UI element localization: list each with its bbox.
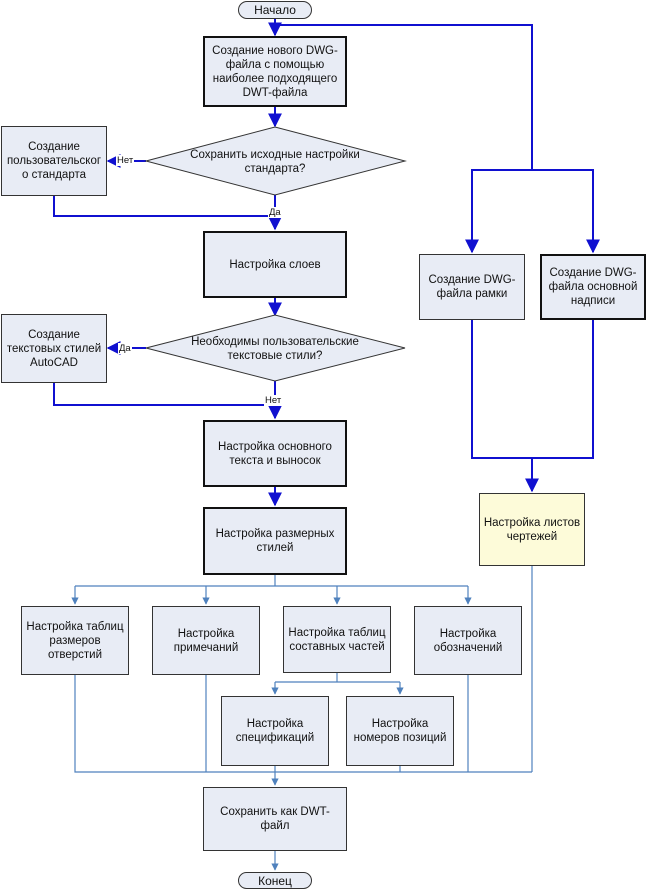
- decision-textstyles-shape: [145, 314, 406, 382]
- main-text-node: Настройка основного текста и выносок: [203, 420, 347, 487]
- custom-standard-node: Создание пользовательског о стандарта: [1, 126, 107, 196]
- positions-node: Настройка номеров позиций: [346, 696, 454, 766]
- decision-textstyles-line1: Необходимы пользовательские: [191, 336, 359, 348]
- start-terminal: Начало: [238, 1, 312, 19]
- dim-styles-node: Настройка размерных стилей: [203, 507, 347, 575]
- sheets-node: Настройка листов чертежей: [479, 493, 585, 566]
- label-yes-textstyles: Да: [118, 343, 132, 354]
- label-no-textstyles: Нет: [264, 395, 283, 406]
- end-terminal: Конец: [238, 872, 312, 889]
- symbols-node: Настройка обозначений: [414, 606, 522, 675]
- holes-table-node: Настройка таблиц размеров отверстий: [21, 606, 129, 675]
- decision-standard-line1: Сохранить исходные настройки: [190, 149, 360, 161]
- label-yes-standard: Да: [268, 207, 282, 218]
- specs-node: Настройка спецификаций: [221, 696, 329, 766]
- notes-node: Настройка примечаний: [152, 606, 260, 675]
- layers-node: Настройка слоев: [203, 231, 347, 298]
- decision-standard-shape: [144, 126, 407, 196]
- create-dwg-node: Создание нового DWG-файла с помощью наиб…: [203, 36, 347, 107]
- frame-dwg-node: Создание DWG-файла рамки: [419, 254, 525, 320]
- title-block-dwg-node: Создание DWG-файла основной надписи: [540, 254, 646, 320]
- label-no-standard: Нет: [116, 155, 135, 166]
- save-dwt-node: Сохранить как DWT-файл: [203, 787, 347, 851]
- decision-standard-line2: стандарта?: [245, 163, 306, 175]
- parts-table-node: Настройка таблиц составных частей: [283, 606, 391, 673]
- text-styles-node: Создание текстовых стилей AutoCAD: [1, 314, 107, 383]
- decision-textstyles-line2: текстовые стили?: [228, 350, 323, 362]
